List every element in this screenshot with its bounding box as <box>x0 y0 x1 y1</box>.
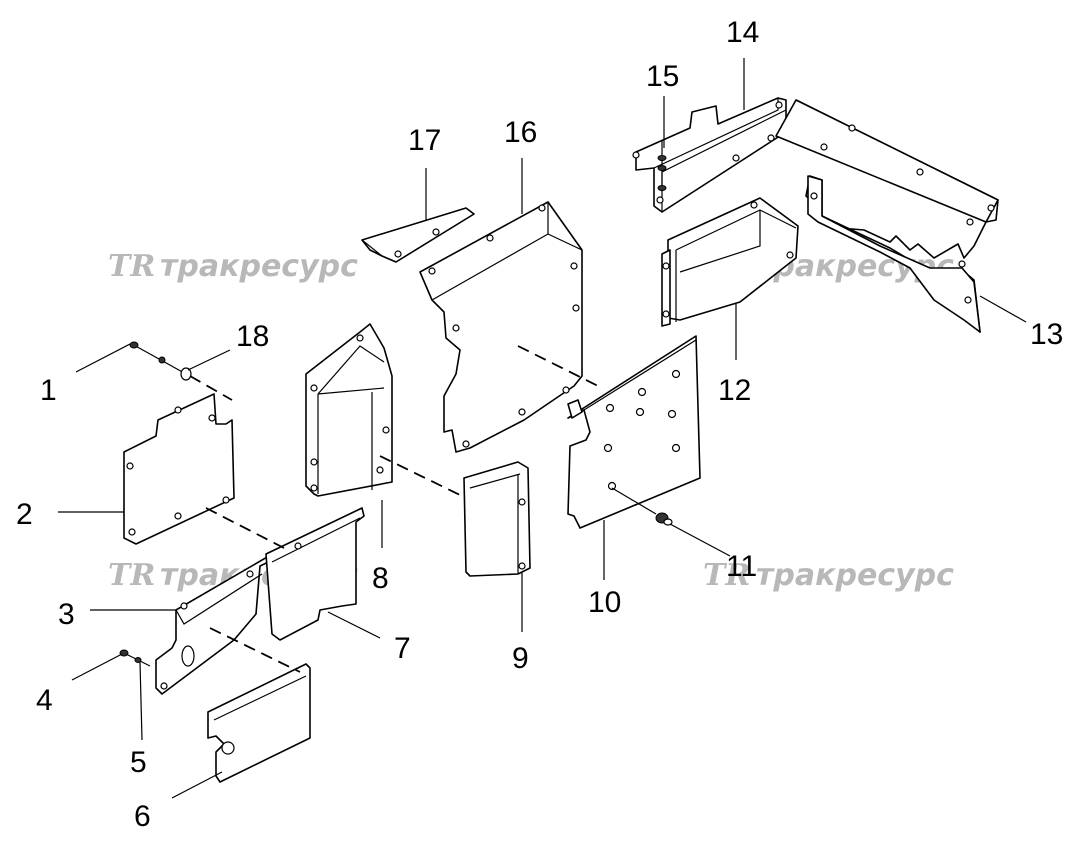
part-8-cowl <box>305 323 393 497</box>
part-9-small-cowl <box>463 461 531 577</box>
callout-3: 3 <box>58 598 75 631</box>
callout-16: 16 <box>504 116 537 149</box>
callout-15: 15 <box>646 60 679 93</box>
callout-14: 14 <box>726 16 759 49</box>
callout-1: 1 <box>40 374 57 407</box>
watermark-4: TR тракресурс <box>703 558 954 593</box>
callout-11: 11 <box>726 550 757 583</box>
callouts: 1 2 3 4 5 6 7 8 9 10 11 12 13 14 15 16 1… <box>16 16 1063 833</box>
part-10-plate <box>567 335 701 529</box>
watermark-logo: TR <box>703 558 750 593</box>
callout-4: 4 <box>36 684 53 717</box>
part-6-plate <box>207 663 311 783</box>
part-2-plate <box>123 393 235 545</box>
part-7-panel <box>265 507 365 641</box>
part-1-bolt <box>129 341 187 375</box>
watermark-logo: TR <box>108 558 155 593</box>
watermark-text: тракресурс <box>756 558 954 593</box>
part-12-duct <box>661 197 799 327</box>
callout-18: 18 <box>236 320 269 353</box>
callout-10: 10 <box>588 586 621 619</box>
assembly-lines <box>189 345 599 673</box>
part-17-small-bracket <box>361 207 475 263</box>
callout-5: 5 <box>130 746 147 779</box>
leader-lines <box>58 58 1027 799</box>
part-11-bolt <box>611 487 673 526</box>
callout-17: 17 <box>408 124 441 157</box>
part-16-large-panel <box>419 201 583 453</box>
callout-12: 12 <box>718 374 751 407</box>
watermark-text: тракресурс <box>160 249 358 284</box>
callout-8: 8 <box>372 562 389 595</box>
part-15-bolt <box>657 140 667 192</box>
callout-7: 7 <box>394 632 411 665</box>
part-13-cover <box>775 99 999 333</box>
part-4-5-bolt <box>119 649 151 667</box>
part-18-washer <box>180 367 192 381</box>
watermark-1: TR тракресурс <box>108 249 358 284</box>
callout-9: 9 <box>512 642 529 675</box>
callout-6: 6 <box>134 800 151 833</box>
part-14-bracket <box>632 97 787 213</box>
callout-2: 2 <box>16 498 33 531</box>
callout-13: 13 <box>1030 318 1063 351</box>
watermark-logo: TR <box>108 249 155 284</box>
